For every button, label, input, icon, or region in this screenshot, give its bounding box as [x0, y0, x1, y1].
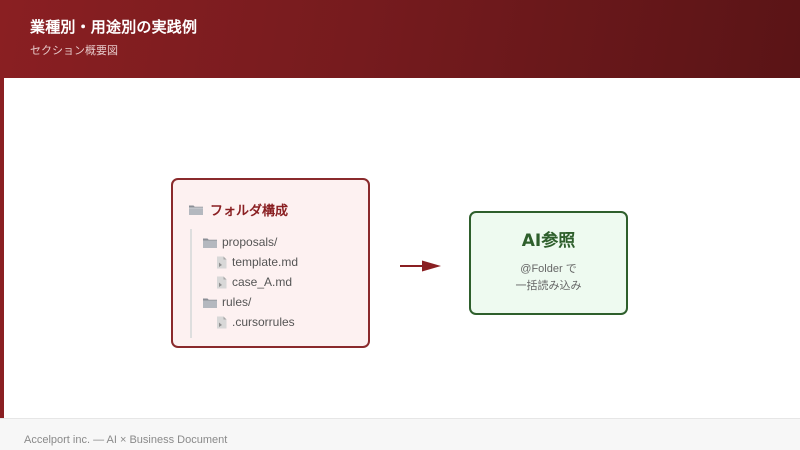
ai-reference-description-line2: 一括読み込み — [515, 280, 582, 292]
tree-item-template-file: template.md — [202, 252, 368, 272]
folder-tree: proposals/ template.md case_A.md rules/ — [190, 229, 368, 338]
diagram-canvas: フォルダ構成 proposals/ template.md case_A.md — [4, 78, 800, 418]
tree-item-label: rules/ — [222, 295, 252, 309]
tree-item-label: proposals/ — [222, 235, 278, 249]
tree-item-proposals-folder: proposals/ — [202, 232, 368, 252]
page-subtitle: セクション概要図 — [30, 44, 118, 57]
ai-reference-title: AI参照 — [521, 231, 576, 251]
header-banner: 業種別・用途別の実践例 セクション概要図 — [0, 0, 800, 78]
left-accent-bar — [0, 78, 4, 418]
folder-structure-title: フォルダ構成 — [210, 203, 289, 219]
tree-item-label: template.md — [232, 255, 299, 269]
file-icon — [216, 316, 228, 329]
tree-item-rules-folder: rules/ — [202, 292, 368, 312]
tree-item-cursorrules-file: .cursorrules — [202, 312, 368, 332]
ai-reference-description-line1: @Folder で — [520, 263, 577, 275]
folder-icon — [188, 203, 204, 216]
folder-icon — [202, 236, 218, 249]
tree-item-label: .cursorrules — [232, 315, 295, 329]
page-title: 業種別・用途別の実践例 — [30, 18, 198, 36]
arrow-right-icon — [400, 257, 444, 272]
folder-structure-box: フォルダ構成 proposals/ template.md case_A.md — [171, 178, 370, 348]
ai-reference-box: AI参照 @Folder で 一括読み込み — [469, 211, 628, 315]
tree-item-label: case_A.md — [232, 275, 293, 289]
folder-structure-heading: フォルダ構成 — [188, 200, 368, 219]
tree-item-case-a-file: case_A.md — [202, 272, 368, 292]
footer-text: Accelport inc. — AI × Business Document — [24, 434, 228, 446]
file-icon — [216, 276, 228, 289]
ai-reference-description: @Folder で 一括読み込み — [471, 261, 626, 295]
footer: Accelport inc. — AI × Business Document — [0, 418, 800, 450]
file-icon — [216, 256, 228, 269]
folder-icon — [202, 296, 218, 309]
